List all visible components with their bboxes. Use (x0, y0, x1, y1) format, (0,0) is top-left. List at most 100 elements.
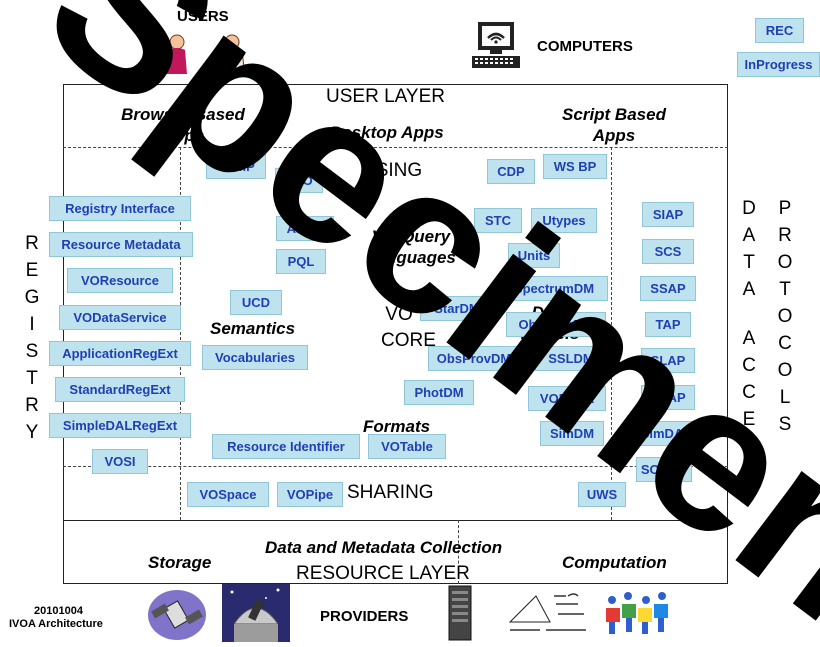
protocols-letter: S (778, 414, 792, 435)
protocols-letter: O (777, 360, 793, 381)
sharing-label: SHARING (347, 482, 434, 503)
stc-box[interactable]: STC (474, 208, 522, 233)
standardregext-box[interactable]: StandardRegExt (55, 377, 185, 402)
resource-top-divider (63, 520, 728, 521)
cdp-box[interactable]: CDP (487, 159, 535, 184)
resource-identifier-box[interactable]: Resource Identifier (212, 434, 360, 459)
samp-box[interactable]: SAMP (206, 154, 266, 179)
registry-interface-box[interactable]: Registry Interface (49, 196, 191, 221)
satellite-icon (146, 585, 208, 641)
registry-letter: G (24, 287, 40, 308)
diagram-caption: IVOA Architecture (9, 618, 103, 630)
vodataservice-box[interactable]: VODataService (59, 305, 181, 330)
tap-box[interactable]: TAP (645, 312, 691, 337)
right-column-divider (611, 147, 612, 520)
protocols-letter: R (778, 225, 792, 246)
vospace-box[interactable]: VOSpace (187, 482, 269, 507)
computer-icon (470, 20, 522, 72)
stardm-box[interactable]: StarDM (420, 296, 494, 321)
sodap-box[interactable]: SODAP (636, 457, 692, 482)
applicationregext-box[interactable]: ApplicationRegExt (49, 341, 191, 366)
slap-box[interactable]: SLAP (641, 348, 695, 373)
adql-box[interactable]: ADQL (276, 216, 334, 241)
team-puzzle-icon (600, 588, 680, 638)
vopipe-box[interactable]: VOPipe (277, 482, 343, 507)
units-box[interactable]: Units (508, 243, 560, 268)
obsprovdm-box[interactable]: ObsProvDM (428, 346, 520, 371)
access-letter: C (742, 355, 756, 376)
browser-based-apps-heading: Browser Based Apps (121, 105, 245, 145)
observatory-icon (222, 584, 290, 642)
desktop-apps-heading: Desktop Apps (330, 123, 444, 142)
script-based-apps-heading: Script Based Apps (562, 105, 666, 145)
protocols-letter: L (779, 387, 791, 408)
math-formulas-icon (506, 588, 592, 638)
diagram-date: 20101004 (34, 605, 83, 617)
data-letter: T (743, 252, 755, 273)
vocabularies-box[interactable]: Vocabularies (202, 345, 308, 370)
access-letter: E (742, 409, 756, 430)
protocols-letter: T (779, 279, 791, 300)
vo-query-languages-heading: VO Query Languages (366, 227, 456, 267)
voevent-box[interactable]: VOEvent (528, 386, 606, 411)
photdm-box[interactable]: PhotDM (404, 380, 474, 405)
sso-box[interactable]: SSO (275, 168, 323, 193)
votable-box[interactable]: VOTable (368, 434, 446, 459)
data-letter: A (742, 279, 756, 300)
simpledalregext-box[interactable]: SimpleDALRegExt (49, 413, 191, 438)
utypes-box[interactable]: Utypes (531, 208, 597, 233)
uws-box[interactable]: UWS (578, 482, 626, 507)
providers-label: PROVIDERS (320, 608, 409, 625)
access-letter: S (742, 463, 756, 484)
seap-box[interactable]: SEAP (641, 385, 695, 410)
protocols-letter: P (778, 198, 792, 219)
spectrumdm-box[interactable]: SpectrumDM (500, 276, 608, 301)
vosi-box[interactable]: VOSI (92, 449, 148, 474)
outer-frame (63, 84, 728, 584)
server-icon (448, 585, 472, 641)
obscoredm-box[interactable]: ObsCoreDM (506, 312, 606, 337)
registry-letter: R (25, 233, 39, 254)
user-layer-label: USER LAYER (326, 86, 445, 107)
semantics-heading: Semantics (210, 319, 296, 338)
registry-letter: Y (25, 422, 39, 443)
registry-letter: R (25, 395, 39, 416)
scs-box[interactable]: SCS (642, 239, 694, 264)
access-letter: C (742, 382, 756, 403)
ssldm-box[interactable]: SSLDM (535, 346, 607, 371)
data-letter: D (742, 198, 756, 219)
user-at-computer-icon (143, 30, 191, 78)
access-letter: S (742, 436, 756, 457)
users-label: USERS (177, 8, 229, 25)
computation-heading: Computation (562, 553, 667, 572)
pql-box[interactable]: PQL (276, 249, 326, 274)
user-reading-icon (208, 32, 252, 76)
siap-box[interactable]: SIAP (642, 202, 694, 227)
resource-metadata-box[interactable]: Resource Metadata (49, 232, 193, 257)
formats-heading: Formats (363, 417, 431, 436)
resource-column-divider (458, 520, 459, 584)
using-top-divider (63, 147, 728, 148)
ucd-box[interactable]: UCD (230, 290, 282, 315)
voresource-box[interactable]: VOResource (67, 268, 173, 293)
legend-rec: REC (755, 18, 804, 43)
wsbp-box[interactable]: WS BP (543, 154, 607, 179)
registry-letter: E (25, 260, 39, 281)
protocols-letter: O (777, 306, 793, 327)
data-letter: A (742, 225, 756, 246)
simdal-box[interactable]: SimDAL (630, 421, 702, 446)
access-letter: A (742, 328, 756, 349)
registry-letter: I (29, 314, 35, 335)
protocols-letter: C (778, 333, 792, 354)
computers-label: COMPUTERS (537, 38, 633, 55)
legend-inprogress: InProgress (737, 52, 820, 77)
protocols-letter: O (777, 252, 793, 273)
ssap-box[interactable]: SSAP (640, 276, 696, 301)
data-metadata-collection-heading: Data and Metadata Collection (265, 538, 503, 557)
simdm-box[interactable]: SimDM (540, 421, 604, 446)
using-label: USING (362, 160, 423, 181)
